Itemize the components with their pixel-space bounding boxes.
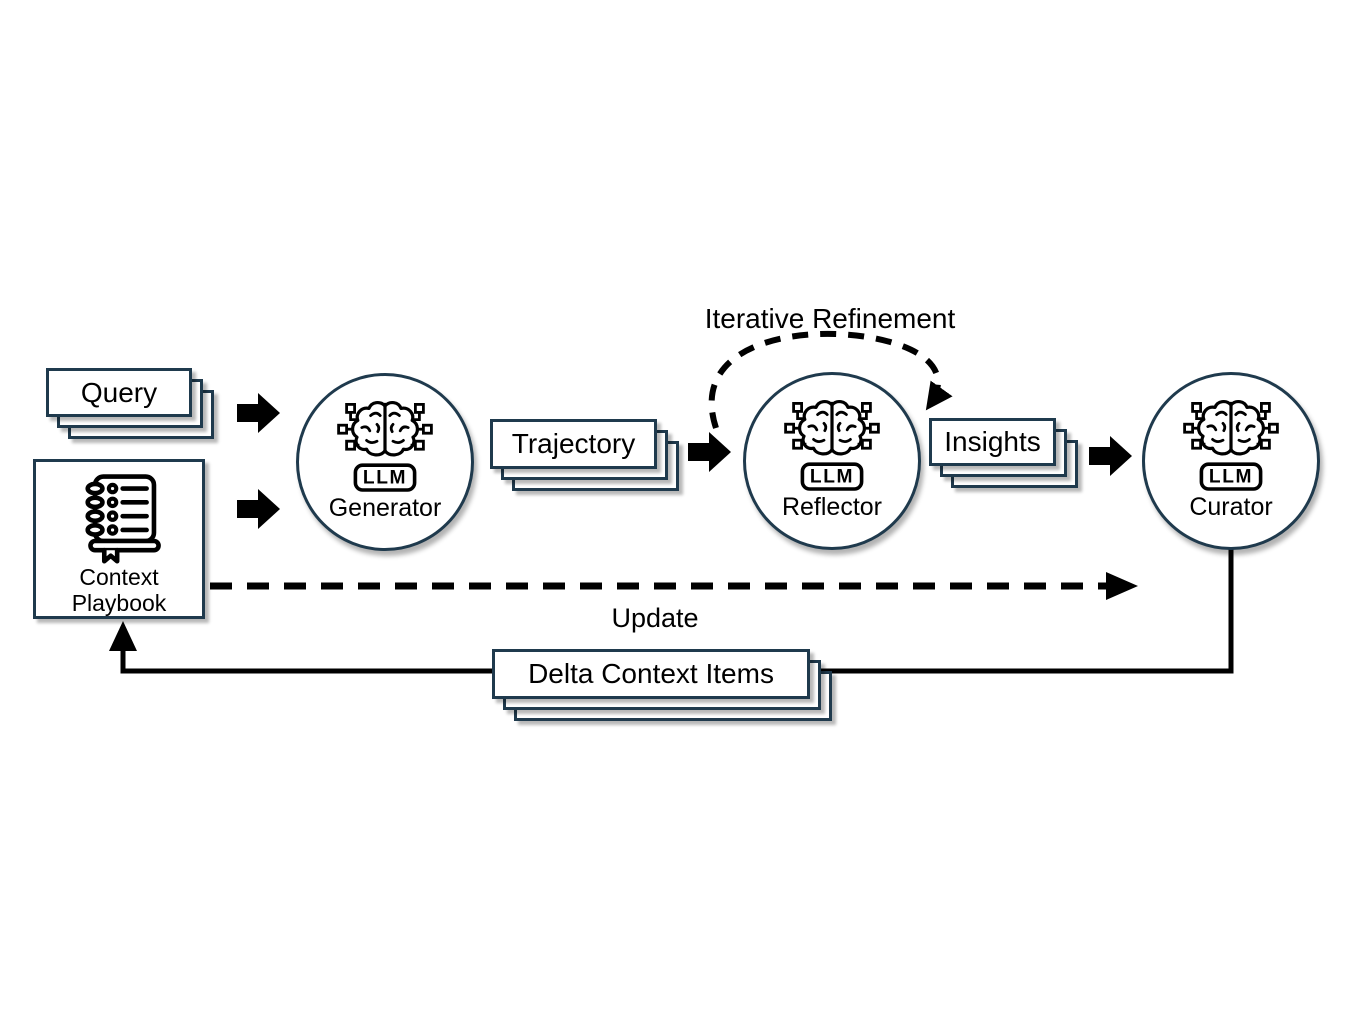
llm-badge: LLM: [1209, 467, 1253, 488]
query-node: Query: [46, 368, 214, 439]
query-label: Query: [80, 376, 158, 408]
llm-brain-circuit-icon: LLM: [784, 397, 880, 493]
trajectory-node: Trajectory: [490, 419, 679, 491]
llm-brain-circuit-icon: LLM: [337, 398, 433, 494]
curator-node: LLM Curator: [1142, 372, 1320, 550]
insights-node: Insights: [929, 418, 1078, 488]
generator-label: Generator: [328, 494, 442, 522]
playbook-to-generator-arrow: [237, 489, 280, 529]
llm-brain-circuit-icon: LLM: [1183, 397, 1279, 493]
trajectory-to-reflector-arrow: [688, 432, 731, 472]
iterative-refinement-loop-arrow: [708, 330, 953, 429]
trajectory-label: Trajectory: [511, 428, 636, 459]
generator-node: LLM Generator: [296, 373, 474, 551]
update-arrowhead: [1106, 572, 1138, 600]
curator-label: Curator: [1189, 493, 1273, 521]
reflector-node: LLM Reflector: [743, 372, 921, 550]
delta-context-items-label: Delta Context Items: [528, 658, 774, 689]
insights-to-curator-arrow: [1089, 436, 1132, 476]
delta-context-items-node: Delta Context Items: [492, 649, 832, 721]
notebook-playbook-icon: [71, 472, 167, 564]
context-playbook-node: Context Playbook: [33, 459, 205, 619]
llm-badge: LLM: [810, 467, 854, 488]
reflector-label: Reflector: [781, 493, 883, 521]
insights-label: Insights: [944, 426, 1041, 457]
feedback-arrowhead: [109, 621, 137, 651]
llm-badge: LLM: [363, 468, 407, 489]
query-to-generator-arrow: [237, 393, 280, 433]
iterative-refinement-label: Iterative Refinement: [704, 303, 956, 334]
update-label: Update: [611, 603, 699, 633]
context-playbook-label: Context Playbook: [71, 564, 167, 616]
